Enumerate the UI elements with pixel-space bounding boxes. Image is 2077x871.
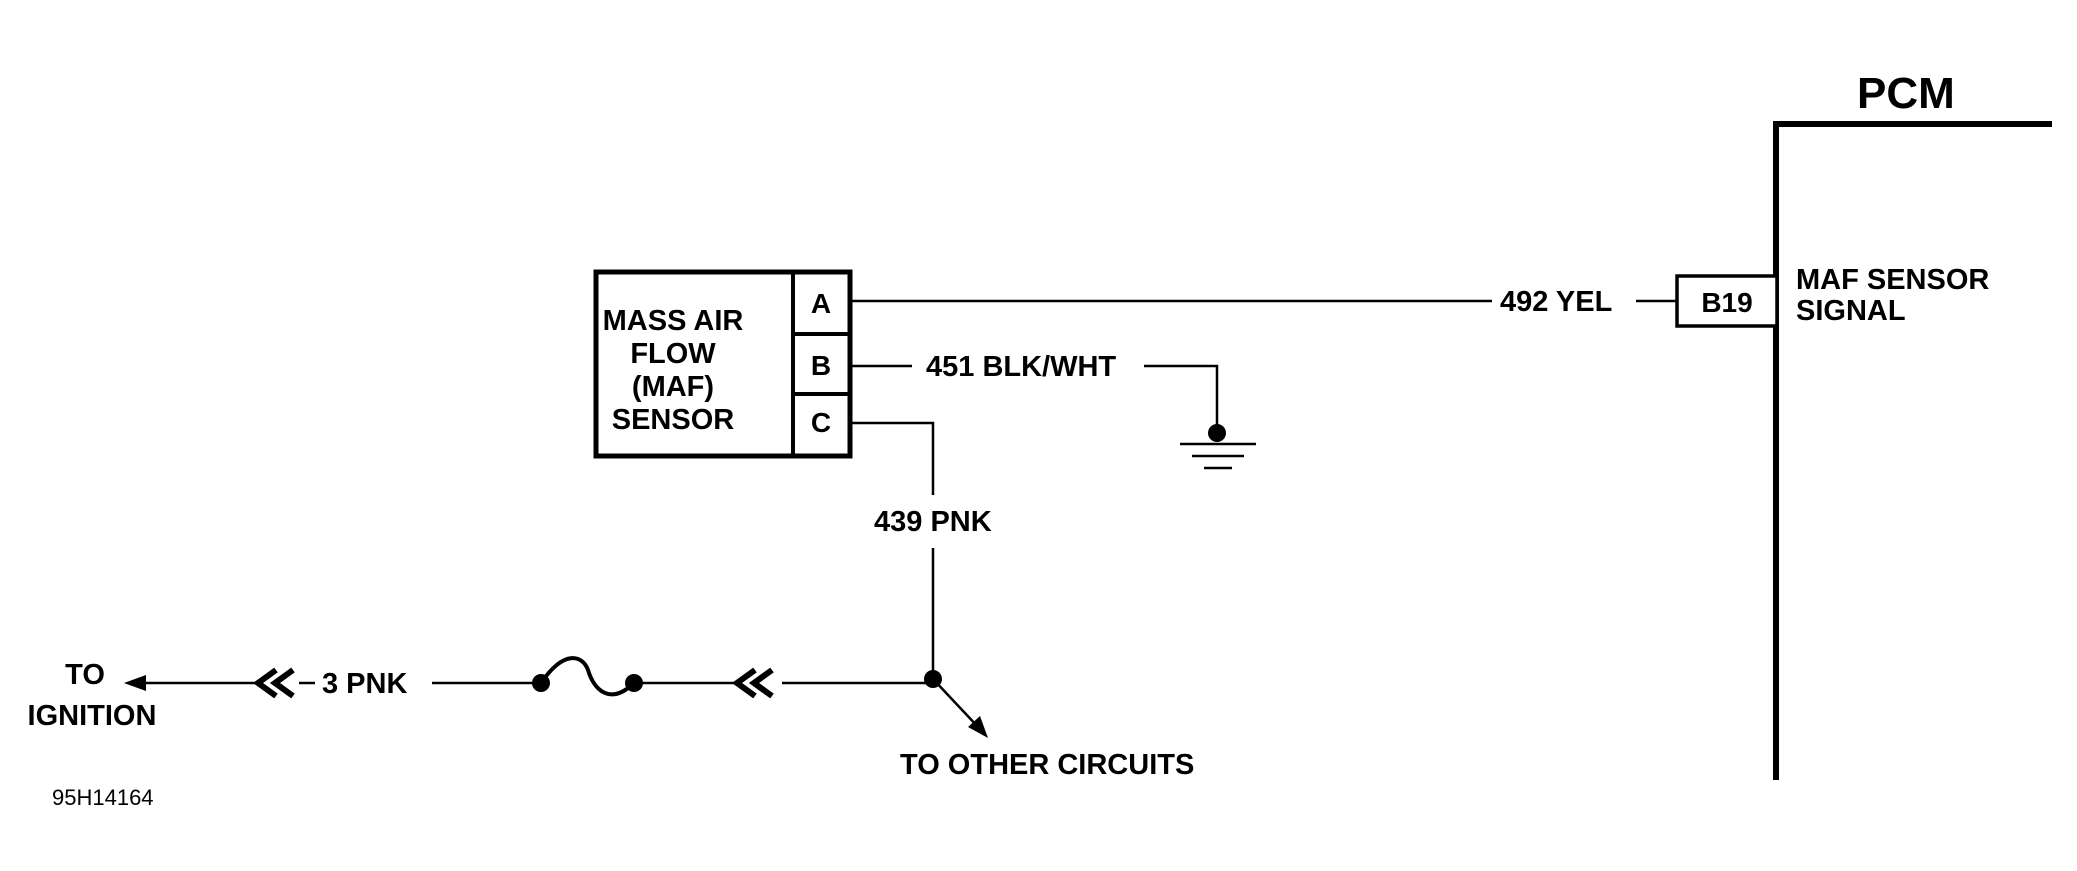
maf-sensor-name-line1: MASS AIR — [603, 305, 744, 337]
ignition-wire-label: 3 PNK — [322, 668, 407, 700]
maf-sensor-signal-label-2: SIGNAL — [1796, 295, 1906, 327]
to-ignition-label-line1: TO — [65, 659, 105, 691]
supply-wire-line-upper — [850, 421, 935, 495]
ground-wire-line-right — [1144, 364, 1219, 432]
maf-sensor-name-line3: (MAF) — [632, 371, 714, 403]
figure-id: 95H14164 — [52, 785, 154, 810]
maf-sensor-outline — [593, 269, 853, 459]
fuse-icon — [532, 656, 643, 697]
pcm-outline — [1773, 121, 2052, 780]
sensor-pin-a: A — [811, 288, 831, 319]
connector-chevron-right-icon — [731, 667, 774, 699]
maf-sensor-name-line4: SENSOR — [612, 404, 735, 436]
other-circuits-branch — [932, 678, 980, 729]
signal-wire-label: 492 YEL — [1500, 286, 1612, 318]
connector-chevron-left-icon — [252, 667, 295, 699]
pcm-title: PCM — [1857, 69, 1955, 118]
to-ignition-label-line2: IGNITION — [28, 700, 157, 732]
ground-wire: 451 BLK/WHT — [850, 351, 1256, 470]
ground-wire-label: 451 BLK/WHT — [926, 351, 1116, 383]
maf-sensor-name-line2: FLOW — [630, 338, 716, 370]
maf-sensor-block: MASS AIR FLOW (MAF) SENSOR A B C — [593, 269, 853, 459]
supply-wire: 439 PNK TO OTHER CIRCUITS — [850, 421, 1194, 781]
ground-junction-dot — [1208, 424, 1226, 442]
maf-sensor-signal-label: MAF SENSOR — [1796, 264, 1989, 296]
to-ignition-arrowhead — [124, 675, 146, 691]
to-other-circuits-label: TO OTHER CIRCUITS — [900, 749, 1194, 781]
pcm-block: PCM B19 MAF SENSOR SIGNAL — [1675, 69, 2052, 780]
signal-wire: 492 YEL — [850, 286, 1677, 318]
supply-wire-label: 439 PNK — [874, 506, 992, 538]
sensor-pin-c: C — [811, 407, 831, 438]
sensor-pin-b: B — [811, 350, 831, 381]
pcm-pin-label: B19 — [1701, 287, 1752, 318]
ignition-wire: 3 PNK TO IGNITION — [28, 656, 933, 732]
other-circuits-arrowhead — [968, 716, 988, 738]
